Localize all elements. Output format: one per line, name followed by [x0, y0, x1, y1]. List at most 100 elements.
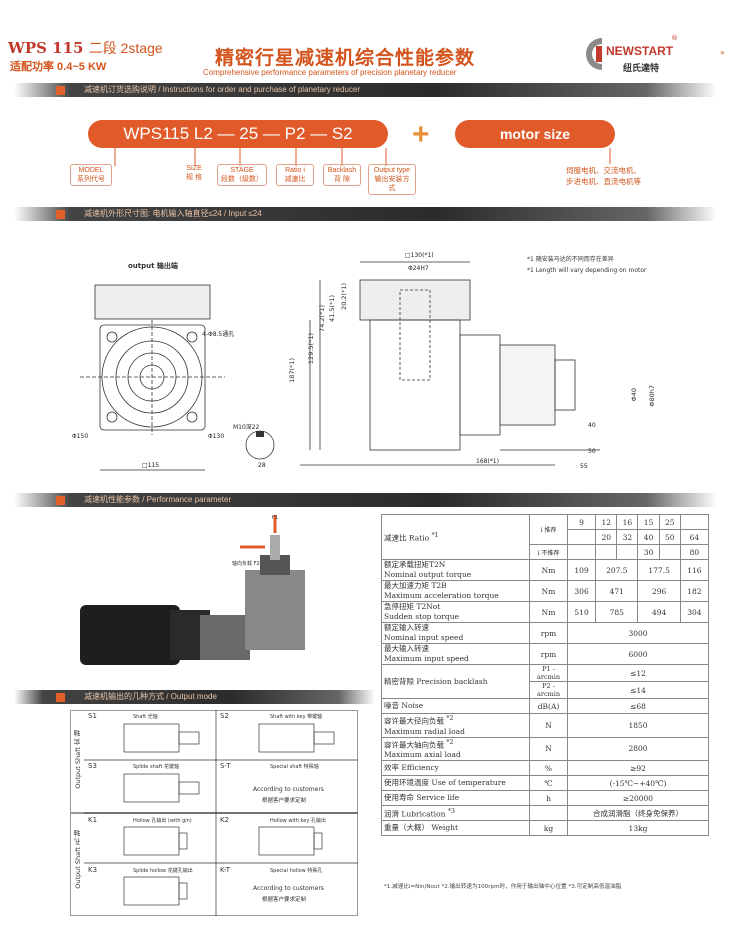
motor-connector-icon — [609, 148, 611, 164]
model-name: WPS 115 — [8, 39, 84, 57]
dim-d40: Φ40 — [630, 388, 638, 402]
dim-d150: Φ150 — [72, 433, 89, 440]
table-cell: ≥92 — [567, 760, 709, 776]
drawing-note: *1 随安装马达的不同而存在差异*1 Length will vary depe… — [527, 256, 647, 274]
output-label: output 输出端 — [128, 262, 178, 270]
model-stage: 二段 2stage — [88, 40, 163, 56]
side-view-drawing-icon — [300, 261, 600, 466]
table-cell — [529, 805, 568, 821]
table-cell: 296 — [637, 580, 681, 602]
front-view-drawing-icon — [80, 284, 225, 471]
section-bar-order: 减速机订货选购说明 / Instructions for order and p… — [0, 83, 731, 97]
table-cell: 304 — [679, 601, 710, 623]
table-cell: 噪音 Noise — [381, 698, 530, 714]
table-cell: 6000 — [567, 643, 709, 665]
row-weight: 重量（大概） Weight kg 13kg — [381, 820, 709, 836]
row-efficiency: 效率 Efficiency % ≥92 — [381, 760, 709, 776]
table-cell: Nm — [529, 601, 568, 623]
page-title: 精密行星减速机综合性能参数 — [215, 48, 476, 69]
table-cell: 80 — [679, 544, 710, 560]
model-title: WPS 115 二段 2stage — [8, 38, 163, 58]
table-cell: 13kg — [567, 820, 709, 836]
table-cell: 177.5 — [637, 559, 681, 581]
output-mode-solid — [70, 710, 358, 813]
custom-cn-1: 根据客户要求定制 — [262, 798, 307, 804]
bullet-icon — [56, 496, 65, 505]
table-cell: 510 — [566, 601, 597, 623]
section-bar-performance: 减速机性能参数 / Performance parameter — [0, 493, 731, 507]
table-cell: 20 — [595, 529, 618, 545]
table-cell — [679, 514, 710, 530]
section-title-order: 减速机订货选购说明 / Instructions for order and p… — [84, 85, 361, 94]
table-cell: Nm — [529, 580, 568, 602]
bullet-icon — [56, 210, 65, 219]
table-cell — [595, 544, 618, 560]
mode-desc-kt: Special hollow 特殊孔 — [270, 868, 323, 874]
mode-code-kt: K-T — [220, 866, 231, 874]
dim-168: 168(*1) — [476, 458, 499, 465]
row-lubrication: 润滑 Lubrication *3 合成润滑脂（终身免保养） — [381, 805, 709, 821]
table-cell: ≤14 — [567, 681, 709, 699]
mode-desc-s1: Shaft 光轴 — [133, 714, 158, 720]
table-cell: rpm — [529, 643, 568, 665]
table-cell: 40 — [637, 529, 660, 545]
table-cell: ≤68 — [567, 698, 709, 714]
motor-size-pill: motor size — [455, 120, 615, 148]
dim-sq115: □115 — [142, 462, 160, 469]
table-cell: 精密背隙 Precision backlash — [381, 664, 530, 699]
dim-d24: Φ24H7 — [408, 265, 429, 272]
table-cell: % — [529, 760, 568, 776]
table-cell: dB(A) — [529, 698, 568, 714]
dim-v20: 20.2(*1) — [340, 283, 348, 310]
table-cell: ≥20000 — [567, 790, 709, 806]
table-cell: 30 — [637, 544, 660, 560]
output-mode-hollow — [70, 813, 358, 916]
bullet-icon — [56, 693, 65, 702]
mode-code-s3: S3 — [88, 762, 97, 770]
mode-code-k1: K1 — [88, 816, 98, 824]
ratio-label: 减速比 Ratio — [384, 533, 430, 543]
table-cell: (-15℃~+40℃) — [567, 775, 709, 791]
section-bar-dimensions: 减速机外形尺寸图: 电机输入轴直径≤24 / Input ≤24 — [0, 207, 731, 221]
row-backlash-p1: 精密背隙 Precision backlash P1 -arcmin ≤12 — [381, 664, 709, 699]
table-cell: 471 — [595, 580, 639, 602]
mode-code-s1: S1 — [88, 712, 97, 720]
motor-types-note: 伺服电机、交流电机、步进电机、直流电机等 — [566, 166, 641, 186]
section-title-dimensions: 减速机外形尺寸图: 电机输入轴直径≤24 / Input ≤24 — [84, 209, 262, 218]
mode-desc-s2: Shaft with key 带键轴 — [270, 714, 323, 720]
table-cell: 50 — [658, 529, 681, 545]
table-cell: 109 — [566, 559, 597, 581]
table-cell: 1850 — [567, 713, 709, 738]
table-cell: h — [529, 790, 568, 806]
product-photo-icon — [80, 515, 305, 665]
table-cell: 15 — [637, 514, 660, 530]
newstart-logo-icon — [586, 38, 602, 70]
output-solid-label: Output Shaft 实 轴 — [74, 730, 82, 789]
output-hollow-label: Output Shaft 孔 轴 — [74, 830, 82, 889]
mode-desc-k2: Hollow with key 孔输出 — [270, 818, 326, 824]
dim-d80: Φ80h7 — [648, 385, 656, 407]
photo-label-f2: 轴向负载 F2 — [232, 561, 260, 567]
mode-desc-st: Special shaft 特殊轴 — [270, 764, 319, 770]
custom-en-1: According to customers — [253, 786, 324, 793]
table-cell: ℃ — [529, 775, 568, 791]
mode-code-st: S-T — [220, 762, 231, 770]
dim-v41: 41.5(*1) — [328, 295, 336, 322]
row-service-life: 使用寿命 Service life h ≥20000 — [381, 790, 709, 806]
table-cell: 182 — [679, 580, 710, 602]
table-cell: 16 — [616, 514, 639, 530]
bullet-icon — [56, 86, 65, 95]
mode-code-k3: K3 — [88, 866, 98, 874]
table-cell: 3000 — [567, 622, 709, 644]
table-cell: 207.5 — [595, 559, 639, 581]
